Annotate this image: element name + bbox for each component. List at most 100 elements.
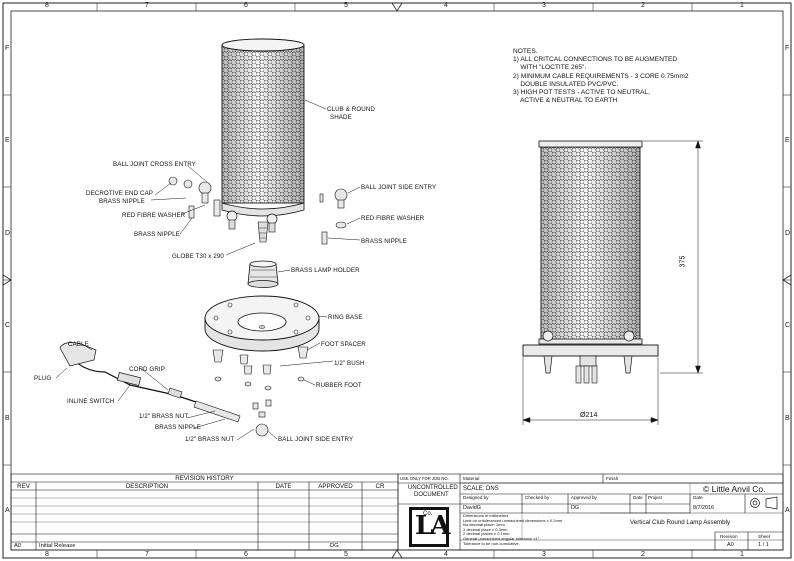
zone-col-3-bottom: 3 bbox=[542, 551, 546, 558]
approved-by-label: Approved by bbox=[571, 495, 597, 500]
finish-label: Finish bbox=[606, 476, 619, 481]
zone-row-d-right: D bbox=[785, 230, 791, 237]
callout-bush: 1/2" BUSH bbox=[334, 360, 365, 367]
date-value: 8/7/2016 bbox=[693, 505, 714, 511]
callout-brass-nut-2: 1/2" BRASS NUT bbox=[185, 436, 235, 443]
callout-cable: CABLE bbox=[68, 341, 89, 348]
note-line: 3) HIGH POT TESTS - ACTIVE TO NEUTRAL, bbox=[513, 89, 650, 97]
revision-value: A0 bbox=[727, 542, 734, 548]
exploded-shade bbox=[221, 38, 305, 243]
callout-brass-nipple-1: BRASS NIPPLE bbox=[99, 198, 145, 205]
dimension-diameter: Ø214 bbox=[580, 412, 598, 419]
dimension-height: 375 bbox=[679, 255, 687, 268]
exploded-small-parts bbox=[168, 176, 348, 437]
center-mark-top bbox=[391, 2, 403, 12]
center-mark-left bbox=[2, 274, 12, 286]
center-mark-right bbox=[782, 274, 792, 286]
approved-by-value: DG bbox=[571, 505, 580, 511]
zone-row-b: B bbox=[5, 415, 10, 422]
zone-row-a: A bbox=[5, 507, 10, 514]
callout-foot-spacer: FOOT SPACER bbox=[321, 341, 366, 348]
zone-col-8-bottom: 8 bbox=[45, 551, 49, 558]
callout-lamp-holder: BRASS LAMP HOLDER bbox=[291, 267, 360, 274]
zone-row-b-right: B bbox=[785, 415, 790, 422]
scale-label: SCALE: DNS bbox=[463, 486, 499, 492]
designed-by-label: Designed by bbox=[463, 495, 489, 500]
zone-col-5-bottom: 5 bbox=[344, 551, 348, 558]
zone-row-e: E bbox=[5, 137, 10, 144]
callout-brass-nipple-4: BRASS NIPPLE bbox=[155, 424, 201, 431]
tolerance-line: No decimal place: 1mm bbox=[463, 522, 505, 528]
revision-header-description: DESCRIPTION bbox=[125, 483, 169, 490]
zone-row-c-right: C bbox=[785, 322, 791, 329]
callout-cord-grip: CORD GRIP bbox=[129, 366, 165, 373]
sheet-value: 1 / 1 bbox=[758, 542, 769, 548]
revision-row-approved: DG bbox=[330, 543, 339, 549]
revision-row-description: Initial Release bbox=[39, 543, 76, 549]
callout-inline-switch: INLINE SWITCH bbox=[67, 398, 115, 405]
exploded-lamp-holder bbox=[247, 260, 279, 288]
note-line: 2) MINIMUM CABLE REQUIREMENTS - 3 CORE 0… bbox=[513, 72, 689, 80]
zone-col-4: 4 bbox=[444, 2, 448, 9]
document-label: DOCUMENT bbox=[414, 492, 449, 498]
zone-row-e-right: E bbox=[785, 137, 790, 144]
dimension-lines bbox=[522, 140, 703, 425]
zone-col-5: 5 bbox=[344, 2, 348, 9]
projection-symbol-icon bbox=[750, 496, 778, 510]
zone-col-2-bottom: 2 bbox=[641, 551, 645, 558]
revision-header-rev: REV bbox=[17, 483, 30, 490]
date2-label: Date bbox=[693, 495, 703, 500]
zone-row-c: C bbox=[5, 322, 11, 329]
uncontrolled-label: UNCONTROLLED bbox=[408, 485, 458, 491]
zone-row-f: F bbox=[5, 45, 10, 52]
designed-by-value: DavidG bbox=[463, 505, 481, 511]
tolerance-line: Limit on untoleranced unmachined dimensi… bbox=[463, 517, 563, 523]
sheet-label: Sheet bbox=[758, 534, 771, 539]
zone-col-8: 8 bbox=[45, 2, 49, 9]
callout-shade-2: SHADE bbox=[330, 114, 352, 121]
zone-row-d: D bbox=[5, 230, 11, 237]
tolerance-line: Tolerance to be non-cumulative. bbox=[463, 540, 520, 546]
checked-by-label: Checked by bbox=[525, 495, 550, 500]
revision-header-date: DATE bbox=[275, 483, 292, 490]
zone-row-f-right: F bbox=[785, 45, 790, 52]
callout-red-washer-2: RED FIBRE WASHER bbox=[361, 215, 425, 222]
zone-col-1: 1 bbox=[740, 2, 744, 9]
drawing-title: Vertical Club Round Lamp Assembly bbox=[630, 519, 731, 526]
callout-end-cap: DECROTIVE END CAP bbox=[86, 190, 154, 197]
logo-letters: LA bbox=[415, 511, 451, 541]
revision-header-approved: APPROVED bbox=[318, 483, 353, 490]
tolerance-line: 2 decimal places ± 0.1mm bbox=[463, 531, 510, 537]
tolerance-line: 1 decimal place ± 0.3mm bbox=[463, 526, 508, 532]
callout-ball-side-1: BALL JOINT SIDE ENTRY bbox=[361, 184, 437, 191]
note-line: WITH "LOCTITE 265". bbox=[513, 64, 587, 72]
project-label: Project bbox=[648, 495, 663, 500]
callout-red-washer-1: RED FIBRE WASHER bbox=[122, 212, 186, 219]
drawing-notes: NOTES. 1) ALL CRITCAL CONNECTIONS TO BE … bbox=[513, 48, 689, 105]
exploded-ring-base bbox=[204, 295, 320, 352]
company-name: © Little Anvil Co. bbox=[703, 484, 766, 494]
zone-ticks bbox=[3, 3, 791, 558]
callout-brass-nipple-3: BRASS NIPPLE bbox=[361, 238, 407, 245]
callout-brass-nut-1: 1/2" BRASS NUT bbox=[139, 413, 189, 420]
zone-col-1-bottom: 1 bbox=[740, 551, 744, 558]
callout-shade: CLUB & ROUND bbox=[327, 106, 375, 113]
use-only-label: USE ONLY FOR JOB NO. bbox=[400, 476, 449, 481]
zone-col-2: 2 bbox=[641, 2, 645, 9]
note-line: 1) ALL CRITCAL CONNECTIONS TO BE AUGMENT… bbox=[513, 56, 678, 64]
revision-label: Revision bbox=[720, 534, 738, 539]
callout-ring-base: RING BASE bbox=[328, 314, 363, 321]
tolerance-line: General unmachined angular tolerance ±1° bbox=[463, 535, 540, 541]
center-mark-bottom bbox=[391, 549, 403, 559]
callout-ball-cross: BALL JOINT CROSS ENTRY bbox=[113, 161, 196, 168]
leader-lines bbox=[55, 99, 361, 441]
callout-ball-side-2: BALL JOINT SIDE ENTRY bbox=[278, 436, 354, 443]
revision-history-title: REVISION HISTORY bbox=[175, 475, 234, 482]
revision-row-rev: A0 bbox=[14, 543, 22, 549]
zone-col-7-bottom: 7 bbox=[145, 551, 149, 558]
date-label: Date bbox=[633, 495, 643, 500]
revision-header-cr: CR bbox=[375, 483, 385, 490]
callout-brass-nipple-2: BRASS NIPPLE bbox=[134, 231, 180, 238]
